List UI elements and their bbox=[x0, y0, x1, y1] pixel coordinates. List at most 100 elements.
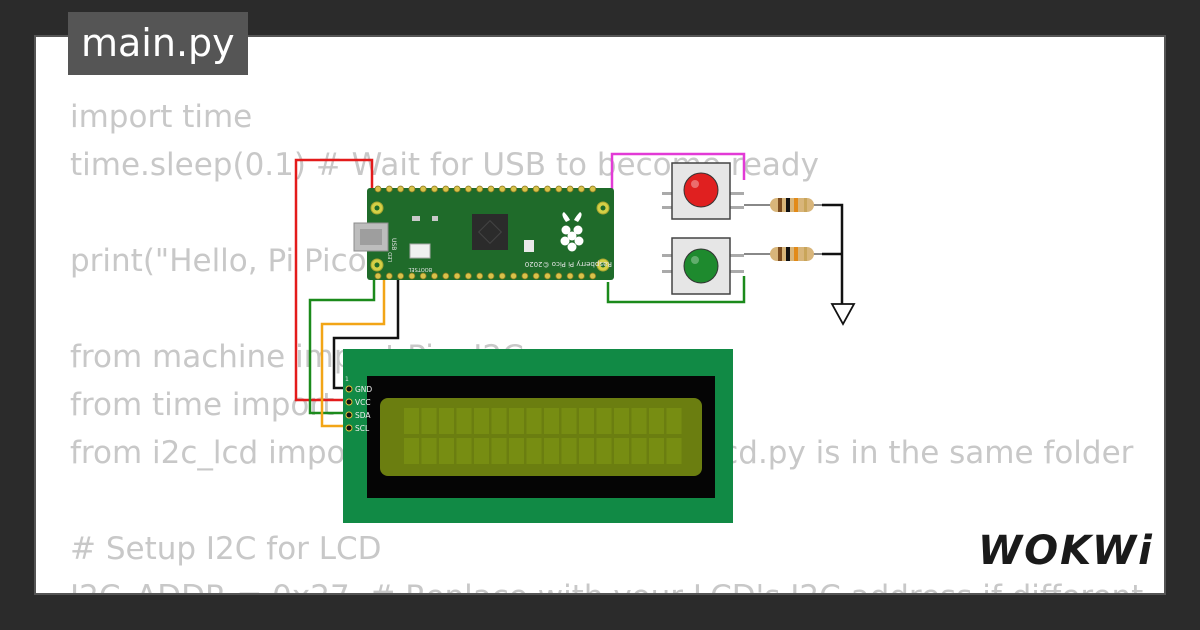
header-pin bbox=[498, 185, 506, 193]
lcd-char-cell bbox=[404, 438, 419, 464]
header-pin bbox=[419, 272, 427, 280]
header-pin bbox=[544, 272, 551, 280]
header-pin bbox=[464, 272, 472, 280]
lcd-char-cell bbox=[491, 408, 507, 434]
header-pin bbox=[566, 185, 574, 193]
lcd-char-cell bbox=[579, 408, 594, 434]
header-pin bbox=[442, 185, 450, 193]
lcd-char-cell bbox=[666, 408, 682, 434]
button-cap-green bbox=[683, 248, 719, 284]
wire-red-vcc bbox=[294, 158, 374, 402]
lcd-pin-scl: SCL bbox=[355, 424, 370, 433]
wire-orange-scl bbox=[320, 272, 386, 428]
code-line: import time bbox=[70, 99, 253, 135]
wire-green-button bbox=[606, 276, 746, 304]
lcd-char-cell bbox=[666, 438, 682, 464]
header-pin bbox=[453, 272, 461, 280]
header-pin bbox=[431, 272, 438, 280]
lcd-char-cell bbox=[614, 408, 629, 434]
header-pin bbox=[385, 185, 393, 193]
lcd-char-cell bbox=[631, 408, 647, 434]
lcd-char-cell bbox=[579, 438, 594, 464]
wokwi-logo: WOKWi bbox=[978, 528, 1154, 574]
lcd-char-cell bbox=[631, 438, 647, 464]
lcd-char-cell bbox=[491, 438, 507, 464]
header-pin bbox=[408, 185, 416, 193]
header-pin bbox=[442, 272, 450, 280]
header-pin bbox=[566, 272, 574, 280]
header-pin bbox=[589, 272, 597, 280]
rp2040-chip bbox=[472, 214, 508, 250]
code-line: I2C_ADDR = 0x27 # Replace with your LCD'… bbox=[70, 573, 1164, 593]
wire-magenta bbox=[610, 152, 746, 192]
lcd-char-cell bbox=[421, 408, 437, 434]
lcd-char-cell bbox=[649, 438, 664, 464]
lcd-char-cell bbox=[421, 438, 437, 464]
lcd-char-cell bbox=[596, 438, 612, 464]
code-line: print("Hello, Pi Pico!") bbox=[70, 243, 406, 279]
header-pin bbox=[532, 272, 540, 280]
header-pin bbox=[397, 272, 405, 280]
header-pin bbox=[385, 272, 393, 280]
lcd-char-cell bbox=[526, 438, 542, 464]
header-pin bbox=[408, 272, 416, 280]
header-pin bbox=[555, 272, 563, 280]
lcd-char-cell bbox=[439, 438, 454, 464]
resistor-1 bbox=[744, 198, 822, 212]
header-pin bbox=[578, 272, 585, 280]
lcd-char-cell bbox=[404, 408, 419, 434]
header-pin bbox=[487, 185, 495, 193]
lcd-pin-gnd: GND bbox=[355, 385, 372, 394]
lcd-1602: 1 GND VCC SDA SCL bbox=[343, 349, 733, 523]
button-cap-red bbox=[683, 172, 719, 208]
header-pin bbox=[532, 185, 540, 193]
header-pin bbox=[521, 272, 529, 280]
lcd-char-cell bbox=[509, 408, 524, 434]
pushbutton-red[interactable] bbox=[662, 162, 744, 220]
raspberry-logo-icon bbox=[560, 212, 584, 252]
lcd-char-cell bbox=[544, 408, 559, 434]
lcd-char-cell bbox=[561, 438, 577, 464]
lcd-char-cell bbox=[561, 408, 577, 434]
lcd-pin-vcc: VCC bbox=[355, 398, 371, 407]
model-label: Raspberry Pi Pico ©2020 bbox=[525, 260, 612, 268]
header-pin bbox=[510, 272, 517, 280]
header-pin bbox=[374, 185, 382, 193]
lcd-char-cell bbox=[474, 438, 489, 464]
header-pin bbox=[544, 185, 551, 193]
lcd-char-cell bbox=[596, 408, 612, 434]
lcd-char-cell bbox=[544, 438, 559, 464]
header-pin bbox=[419, 185, 427, 193]
pico-board: USB BOOTSEL LED Raspberry Pi Pico ©2020 bbox=[353, 185, 614, 280]
lcd-pin-sda: SDA bbox=[355, 411, 371, 420]
pushbutton-green[interactable] bbox=[662, 237, 744, 295]
header-pin bbox=[555, 185, 563, 193]
wokwi-logo-text: WOKWi bbox=[978, 528, 1154, 574]
header-pin bbox=[397, 185, 405, 193]
ground-icon bbox=[830, 303, 856, 326]
header-pin bbox=[431, 185, 438, 193]
header-pin bbox=[487, 272, 495, 280]
header-pin bbox=[374, 272, 382, 280]
lcd-char-cell bbox=[614, 438, 629, 464]
file-tab-main-py[interactable]: main.py bbox=[68, 12, 248, 75]
header-pin bbox=[510, 185, 517, 193]
lcd-char-cell bbox=[509, 438, 524, 464]
usb-label: USB bbox=[390, 238, 397, 250]
header-pin bbox=[476, 272, 484, 280]
led-pin-label: LED bbox=[388, 252, 394, 262]
header-pin bbox=[453, 185, 461, 193]
lcd-char-cell bbox=[456, 438, 472, 464]
lcd-char-cell bbox=[474, 408, 489, 434]
wire-black-gnd bbox=[332, 272, 400, 390]
header-pin bbox=[521, 185, 529, 193]
bootsel-label: BOOTSEL bbox=[408, 266, 432, 272]
lcd-char-cell bbox=[526, 408, 542, 434]
lcd-char-cell bbox=[649, 408, 664, 434]
lcd-char-cell bbox=[456, 408, 472, 434]
bootsel-button bbox=[409, 243, 431, 259]
resistor-2 bbox=[744, 247, 822, 261]
header-pin bbox=[578, 185, 585, 193]
